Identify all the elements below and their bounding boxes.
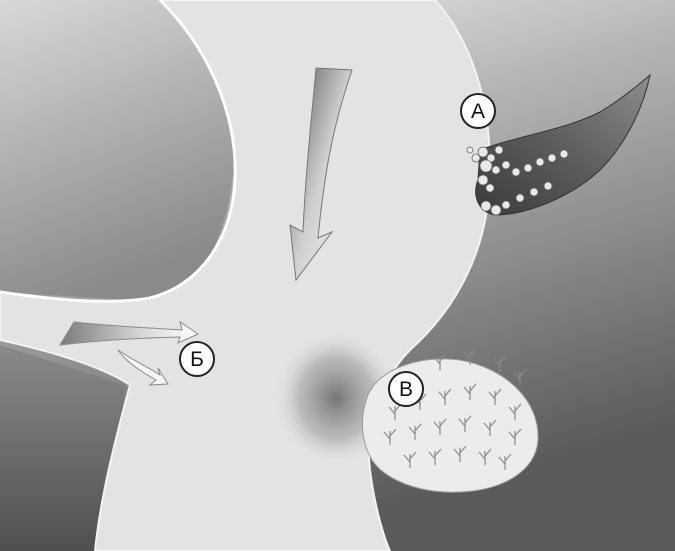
- parasite-egg: [502, 201, 510, 209]
- parasite-egg: [492, 166, 500, 174]
- parasite-egg: [486, 184, 494, 192]
- parasite-egg: [544, 182, 552, 190]
- parasite-egg: [548, 154, 556, 162]
- parasite-egg: [536, 158, 544, 166]
- parasite-egg: [524, 164, 532, 172]
- parasite-egg: [491, 205, 501, 215]
- label-v: В: [399, 378, 413, 401]
- label-v-marker: В: [389, 372, 423, 406]
- parasite-egg: [480, 160, 492, 172]
- parasite-egg: [512, 168, 520, 176]
- label-b: Б: [190, 348, 204, 371]
- parasite-egg: [530, 188, 538, 196]
- parasite-egg: [516, 194, 524, 202]
- parasite-egg: [472, 154, 480, 162]
- label-a: А: [471, 100, 485, 123]
- parasite-egg: [481, 201, 491, 211]
- parasite-egg: [502, 161, 510, 169]
- parasite-egg: [560, 150, 568, 158]
- label-a-marker: А: [461, 94, 495, 128]
- parasite-egg: [478, 175, 488, 185]
- parasite-egg: [495, 146, 503, 154]
- label-b-marker: Б: [180, 342, 214, 376]
- parasite-egg: [467, 147, 473, 153]
